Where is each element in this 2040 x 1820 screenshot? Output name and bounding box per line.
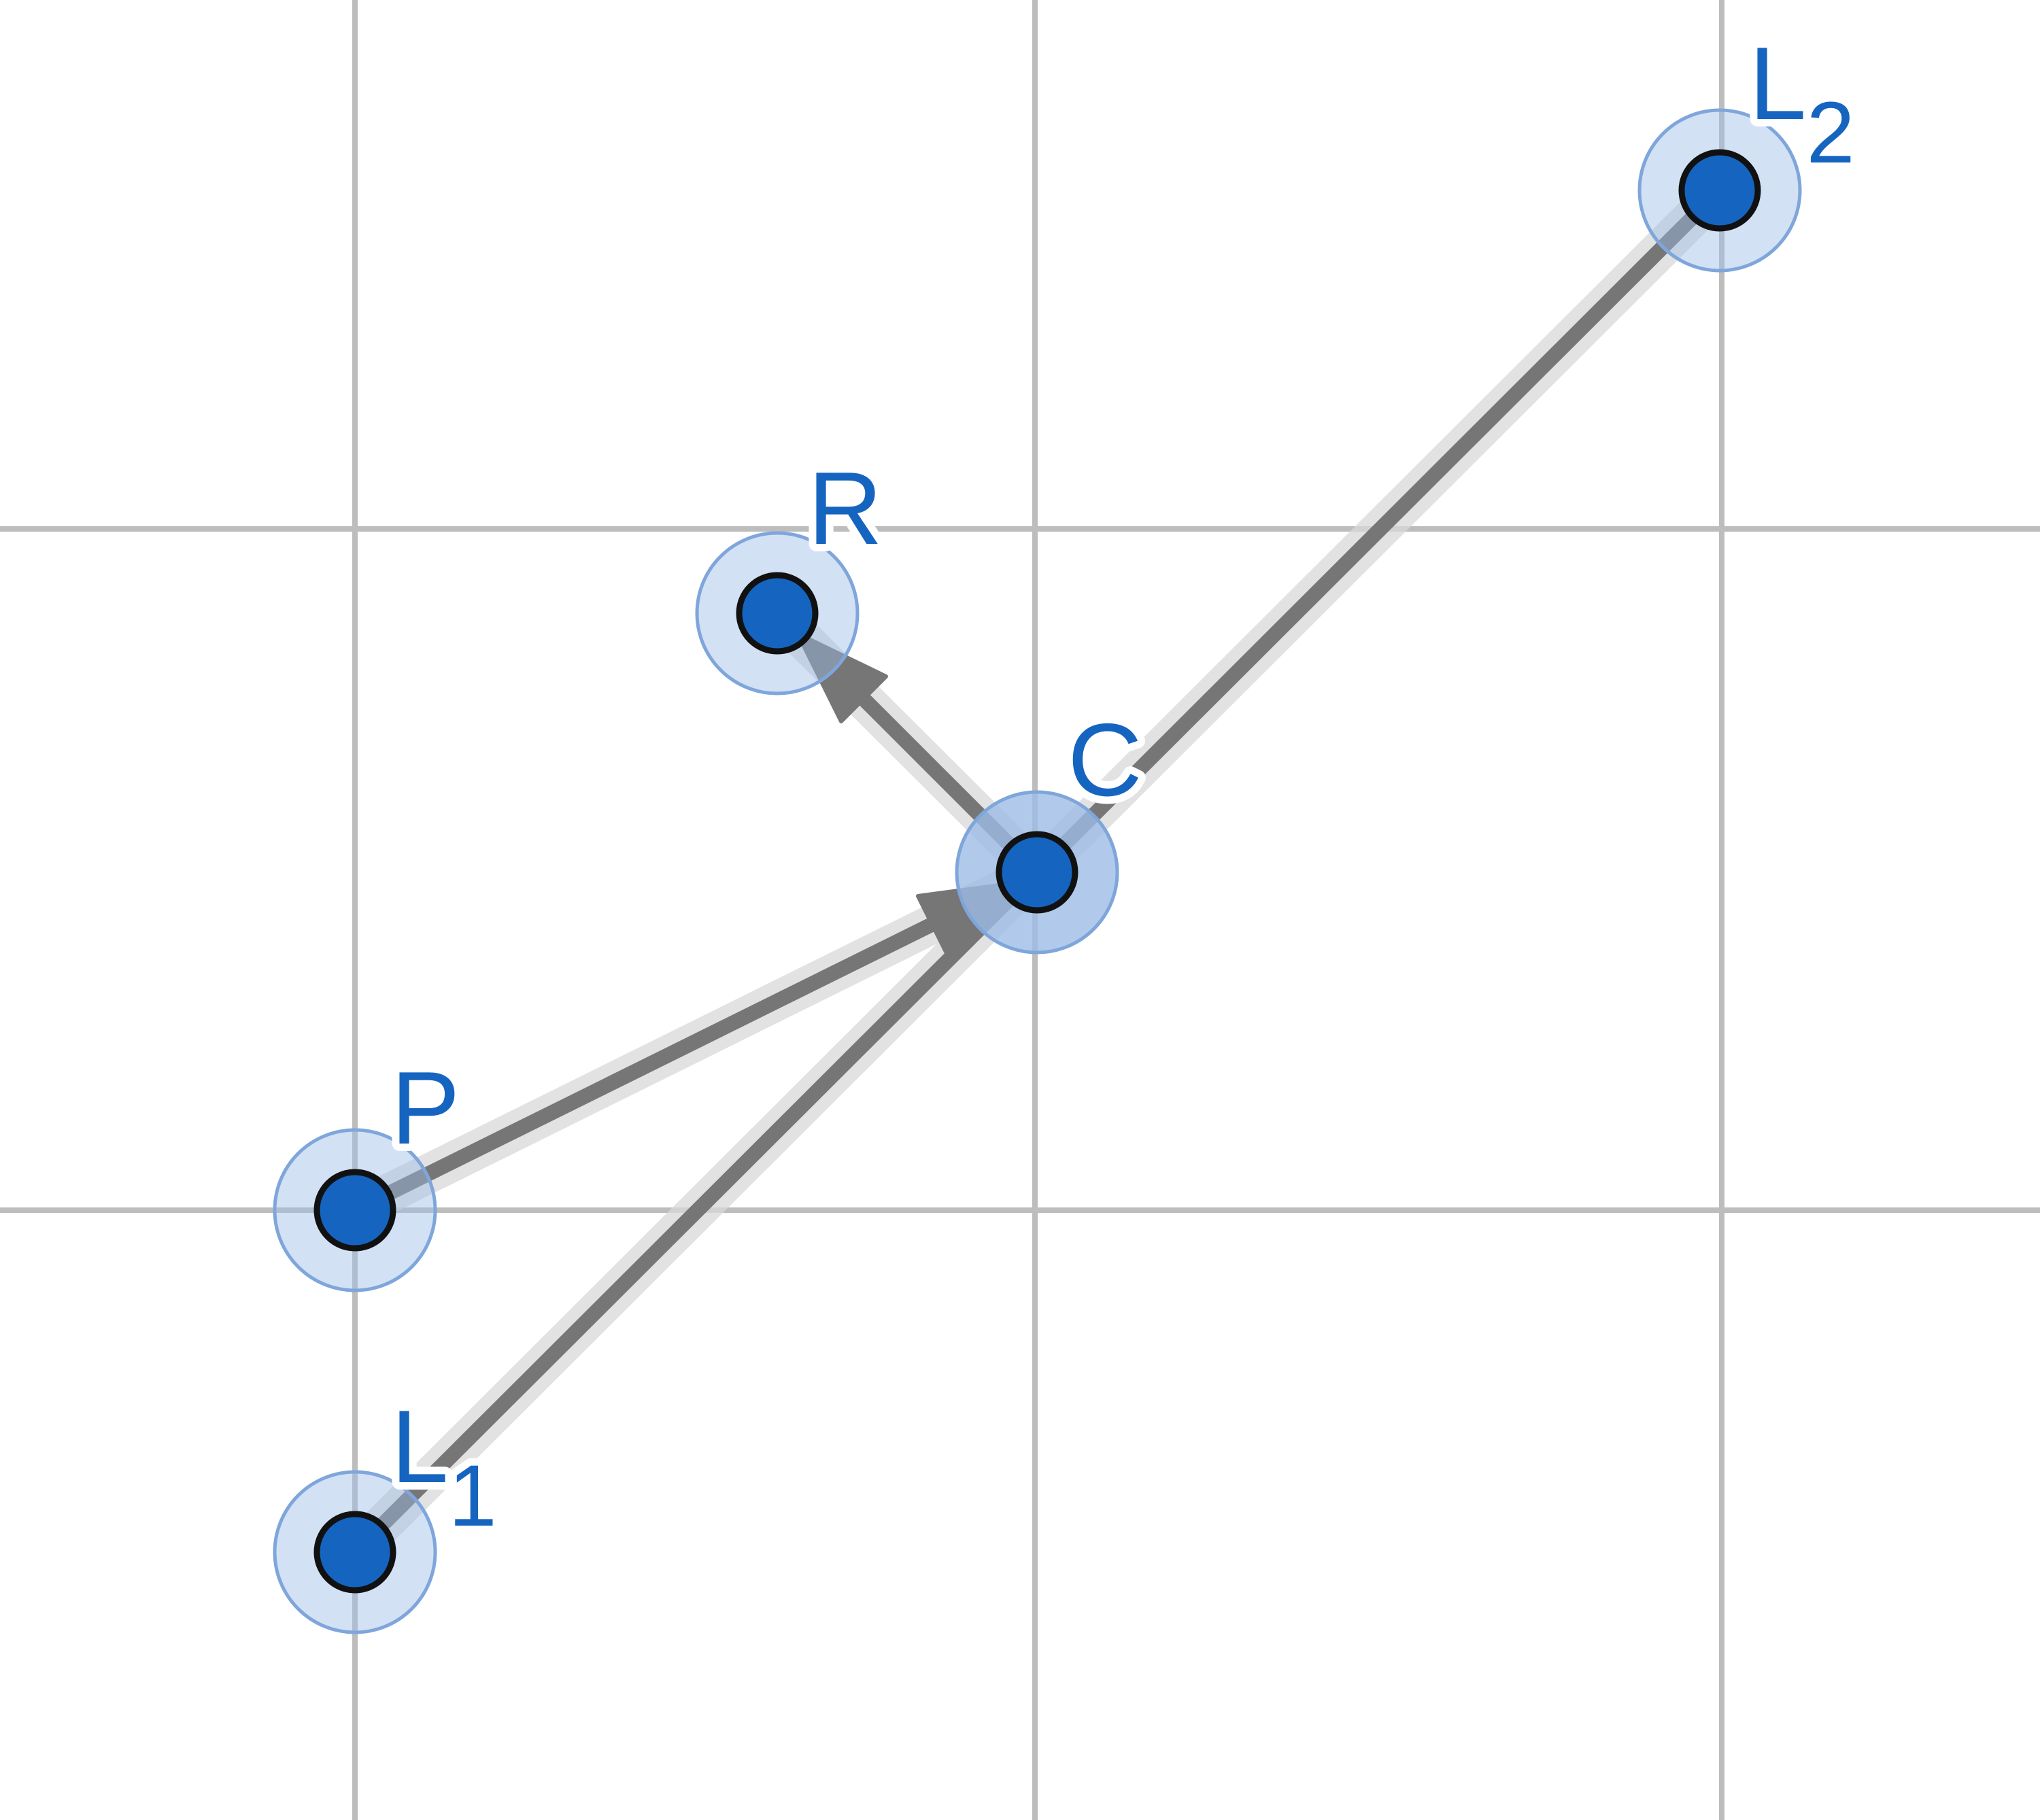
label-L1-letter: L [391,1389,449,1505]
vector-P-C[interactable] [347,914,946,1218]
label-P: P [391,1050,460,1166]
label-L1-subscript: 1 [449,1447,497,1545]
label-L2-letter: L [1749,26,1807,141]
label-C: C [1068,702,1142,818]
label-L1: L1 [391,1389,497,1545]
point-L1[interactable] [313,1511,396,1594]
arrowhead-C-R [796,632,888,723]
point-R[interactable] [736,572,819,655]
label-R: R [808,451,883,566]
label-L2: L2 [1749,26,1855,182]
points [313,149,1761,1594]
point-P[interactable] [313,1169,396,1252]
point-labels: L1 P C R L2 [384,18,1863,1552]
point-C[interactable] [996,831,1078,914]
point-L2[interactable] [1678,149,1761,232]
label-L2-subscript: 2 [1807,84,1855,182]
